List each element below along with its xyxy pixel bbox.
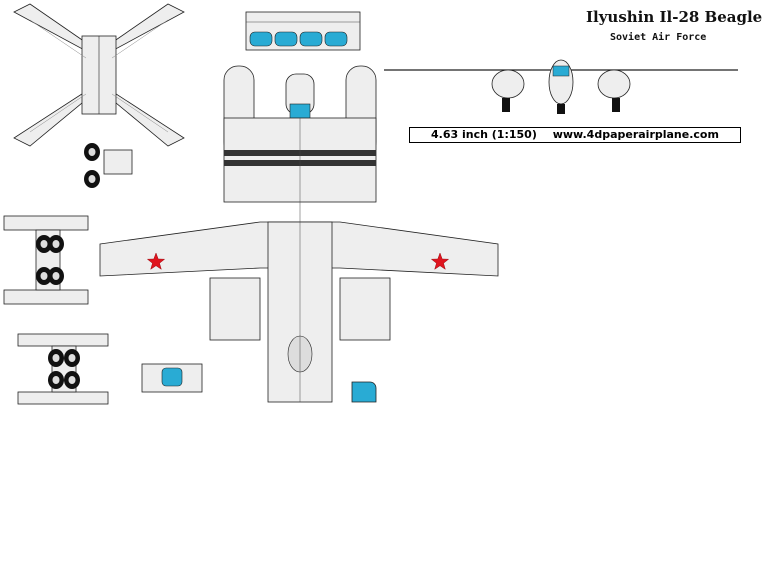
main-fuselage-wing-part xyxy=(99,65,499,403)
scale-text: 4.63 inch (1:150) xyxy=(431,128,537,141)
engine-nacelles-front-part xyxy=(245,11,361,51)
nose-gear-part xyxy=(84,143,133,188)
cockpit-glass-part xyxy=(351,381,377,403)
tail-plane-x-part xyxy=(13,3,185,147)
front-view-part xyxy=(384,59,738,114)
gear-strip-left-lower-part xyxy=(17,333,109,405)
canopy-part xyxy=(141,363,203,393)
website-link[interactable]: www.4dpaperairplane.com xyxy=(552,128,719,141)
scale-bar: 4.63 inch (1:150) www.4dpaperairplane.co… xyxy=(409,127,741,143)
page-subtitle: Soviet Air Force xyxy=(610,32,707,43)
gear-strip-left-part xyxy=(3,215,89,305)
page-title: Ilyushin Il-28 Beagle xyxy=(586,8,762,26)
